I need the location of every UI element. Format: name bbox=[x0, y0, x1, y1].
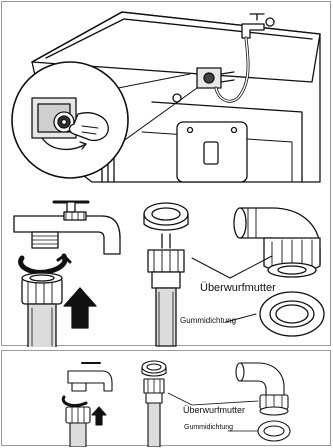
installation-panel-main: Überwurfmutter Gummidichtung bbox=[1, 1, 331, 346]
connector-elbow bbox=[234, 208, 320, 277]
up-arrow-icon bbox=[92, 407, 106, 425]
rubber-seal bbox=[258, 421, 290, 441]
rubber-seal-label: Gummidichtung bbox=[184, 424, 233, 431]
installation-panel-summary: Überwurfmutter Gummidichtung bbox=[1, 350, 331, 446]
rubber-seal-label: Gummidichtung bbox=[180, 316, 236, 325]
faucet-icon bbox=[63, 363, 112, 447]
connector-middle bbox=[142, 361, 166, 447]
up-arrow-icon bbox=[64, 288, 96, 328]
summary-illustration bbox=[2, 351, 332, 447]
installation-illustration bbox=[2, 2, 332, 347]
union-nut-label: Überwurfmutter bbox=[183, 405, 245, 415]
faucet-connection bbox=[14, 202, 120, 347]
union-nut-label: Überwurfmutter bbox=[200, 282, 276, 294]
